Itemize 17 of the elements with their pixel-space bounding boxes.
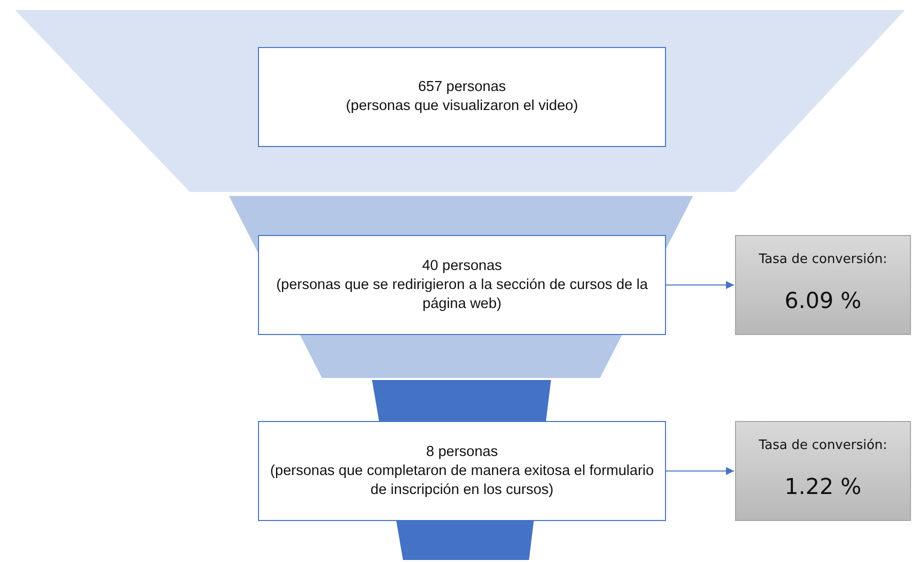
stage-description: (personas que completaron de manera exitosa el formulario de inscripción en los cursos) <box>269 462 655 500</box>
rate-label: Tasa de conversión: <box>758 252 888 267</box>
arrow <box>666 281 734 289</box>
stage-description: (personas que se redirigieron a la sección de cursos de la página web) <box>275 276 649 314</box>
stage-count: 657 personas <box>418 78 506 97</box>
stage-count: 8 personas <box>426 442 498 462</box>
conversion-rate-box <box>735 421 911 521</box>
funnel-stage-box <box>258 421 666 521</box>
arrow <box>666 467 734 475</box>
rate-value: 1.22 % <box>784 475 862 500</box>
rate-label: Tasa de conversión: <box>758 438 888 453</box>
funnel-stage-box <box>258 47 666 147</box>
stage-description: (personas que visualizaron el video) <box>346 97 578 116</box>
stage-count: 40 personas <box>422 256 502 276</box>
conversion-rate-box <box>735 235 911 335</box>
funnel-stage-box <box>258 235 666 335</box>
rate-value: 6.09 % <box>784 289 862 314</box>
